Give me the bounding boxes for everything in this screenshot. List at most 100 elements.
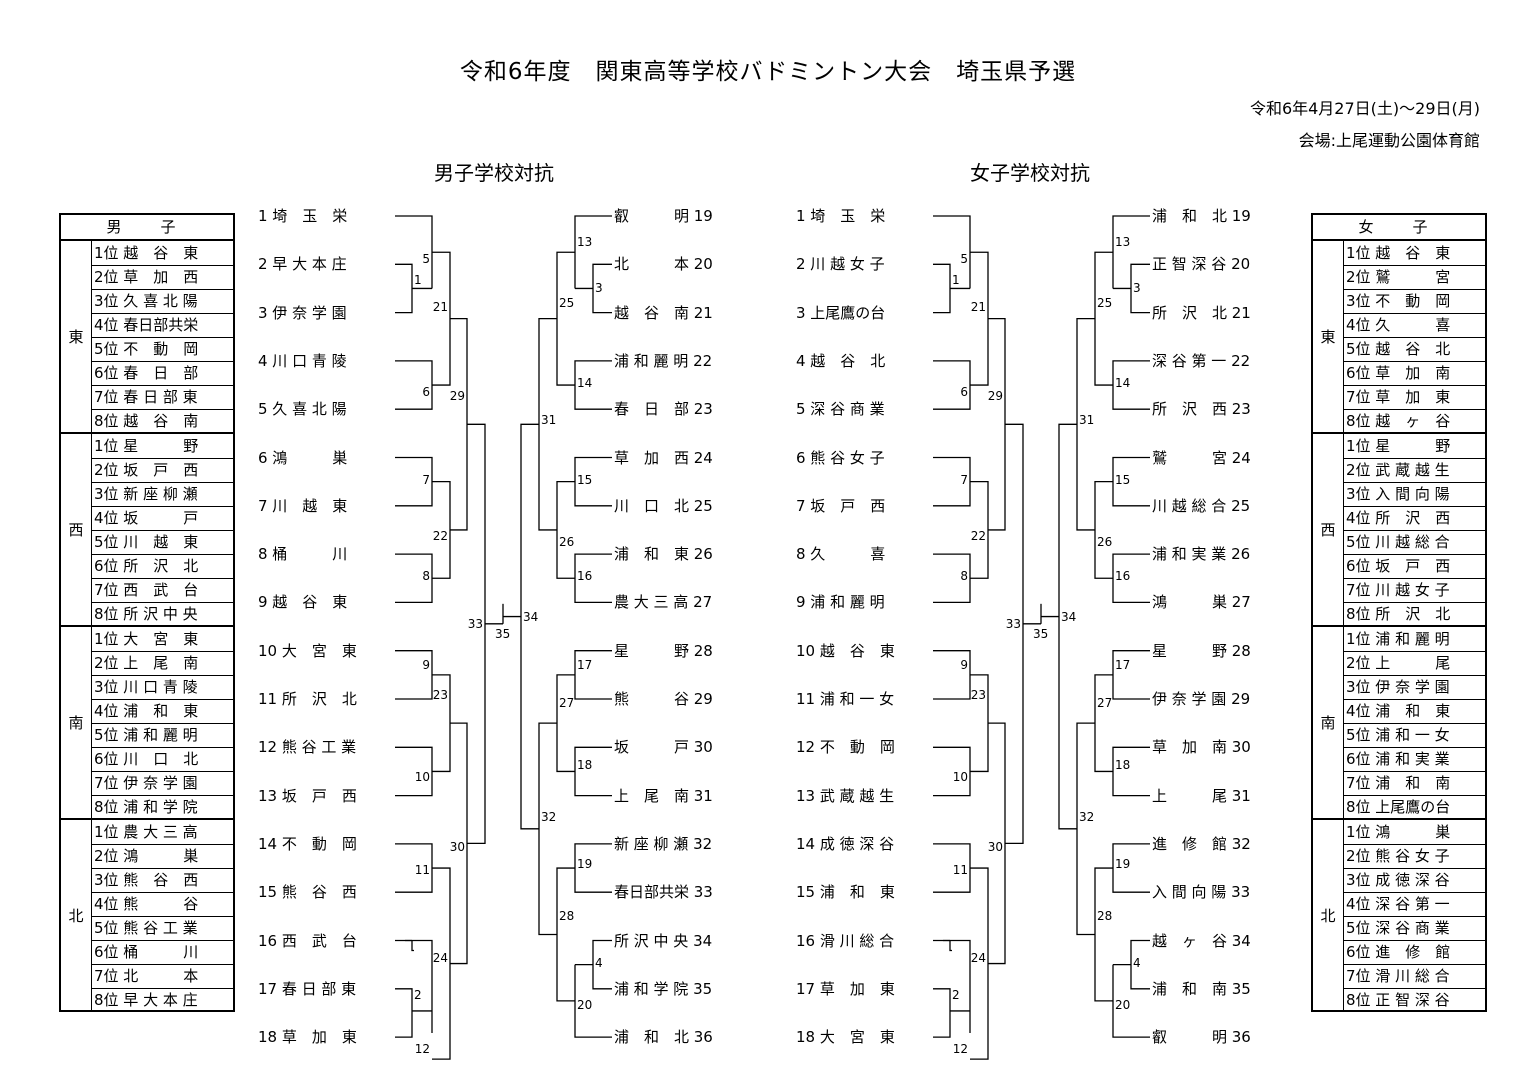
seed-row: 6位 川 口 北 [92, 747, 233, 772]
match-number: 35 [1033, 626, 1049, 641]
match-number: 32 [541, 809, 557, 824]
team-entry: 10 越 谷 東 [796, 641, 895, 660]
match-number: 16 [1115, 569, 1131, 584]
seed-row: 6位 春 日 部 [92, 361, 233, 386]
bracket-line [556, 480, 575, 579]
seed-row: 1位 星 野 [92, 434, 233, 459]
team-entry: 8 久 喜 [796, 545, 886, 564]
seed-row: 5位 川 越 東 [92, 530, 233, 555]
team-entry: 2 早 大 本 庄 [258, 255, 347, 274]
match-number: 22 [970, 528, 986, 543]
seed-row: 1位 農 大 三 高 [92, 820, 233, 845]
match-number: 23 [432, 688, 448, 703]
seed-row: 8位 越 ヶ 谷 [1346, 412, 1451, 430]
team-entry: 17 草 加 東 [796, 979, 895, 998]
match-number: 24 [970, 950, 986, 965]
team-entry: 浦 和 麗 明 22 [614, 351, 713, 370]
seed-row: 1位 鴻 巣 [1344, 820, 1485, 845]
seed-row: 4位 所 沢 西 [1344, 506, 1485, 531]
bracket-line [933, 988, 951, 1038]
match-number: 12 [952, 1042, 968, 1057]
team-entry: 浦 和 東 26 [614, 545, 713, 564]
match-number: 32 [1079, 809, 1095, 824]
seed-row: 7位 西 武 台 [92, 578, 233, 603]
bracket-line [574, 215, 612, 289]
team-entry: 春 日 部 23 [614, 400, 713, 419]
girls-seed-table-title: 女 子 [1313, 215, 1485, 241]
team-entry: 春日部共栄 33 [614, 883, 713, 902]
match-number: 17 [1115, 657, 1131, 672]
seed-row: 5位 浦 和 麗 明 [92, 723, 233, 748]
team-entry: 7 坂 戸 西 [796, 496, 886, 515]
match-number: 27 [1097, 696, 1113, 711]
team-entry: 草 加 西 24 [614, 448, 713, 467]
match-number: 21 [970, 299, 986, 314]
boys-seed-table-title: 男 子 [61, 215, 233, 241]
team-entry: 浦 和 実 業 26 [1152, 545, 1251, 564]
match-number: 5 [960, 252, 968, 267]
team-entry: 12 不 動 岡 [796, 738, 895, 757]
seed-row: 4位 坂 戸 [92, 506, 233, 531]
match-number: 10 [414, 770, 430, 785]
seed-row: 8位 上尾鷹の台 [1346, 798, 1451, 816]
match-number: 31 [1079, 413, 1095, 428]
match-number: 28 [1097, 909, 1113, 924]
match-number: 30 [449, 840, 465, 855]
bracket-line [538, 722, 557, 936]
match-number: 17 [577, 657, 593, 672]
bracket-line [432, 251, 451, 386]
match-number: 29 [987, 389, 1003, 404]
team-entry: 越 谷 南 21 [614, 303, 713, 322]
seed-row: 4位 久 喜 [1344, 313, 1485, 338]
team-entry: 星 野 28 [614, 641, 713, 660]
match-number: 29 [449, 389, 465, 404]
match-number: 19 [577, 857, 593, 872]
seed-row: 5位 熊 谷 工 業 [92, 916, 233, 941]
team-entry: 越 ヶ 谷 34 [1152, 931, 1251, 950]
event-date: 令和6年4月27日(土)～29日(月) [1249, 99, 1480, 118]
team-entry: 15 熊 谷 西 [258, 883, 357, 902]
boys-heading: 男子学校対抗 [434, 161, 554, 185]
seed-row: 7位 草 加 東 [1344, 385, 1485, 410]
team-entry: 新 座 柳 瀬 32 [614, 834, 713, 853]
bracket-line [1076, 722, 1095, 936]
bracket-line [933, 263, 951, 314]
bracket-line [556, 867, 575, 1002]
match-number: 9 [960, 657, 968, 672]
team-entry: 5 深 谷 商 業 [796, 400, 885, 419]
match-number: 7 [422, 472, 430, 487]
seed-row: 6位 草 加 南 [1344, 361, 1485, 386]
match-number: 7 [960, 472, 968, 487]
match-number: 13 [1115, 235, 1131, 250]
match-number: 19 [1115, 857, 1131, 872]
match-number: 13 [577, 235, 593, 250]
bracket-line [1112, 964, 1150, 1038]
match-number: 22 [432, 528, 448, 543]
bracket-line [1005, 423, 1024, 845]
bracket-line [1094, 480, 1113, 579]
team-entry: 11 所 沢 北 [258, 690, 357, 708]
match-number: 15 [577, 472, 593, 487]
seed-row: 3位 熊 谷 西 [92, 868, 233, 893]
team-entry: 18 大 宮 東 [796, 1028, 895, 1047]
team-entry: 13 坂 戸 西 [258, 786, 357, 805]
group-label: 西 [1313, 434, 1344, 625]
bracket-line [450, 317, 468, 531]
seed-row: 3位 入 間 向 陽 [1344, 482, 1485, 507]
seed-row: 1位 星 野 [1344, 434, 1485, 459]
team-entry: 農 大 三 高 27 [614, 593, 713, 612]
match-number: 6 [422, 385, 430, 400]
seed-row: 4位 浦 和 東 [1344, 699, 1485, 724]
seed-row: 6位 浦 和 実 業 [1344, 747, 1485, 772]
team-entry: 坂 戸 30 [614, 738, 713, 757]
bracket-line [467, 423, 486, 845]
page-title: 令和6年度 関東高等学校バドミントン大会 埼玉県予選 [459, 59, 1077, 85]
seed-row: 2位 鴻 巣 [92, 844, 233, 869]
bracket-line [1058, 423, 1077, 830]
team-entry: 所 沢 北 21 [1152, 303, 1251, 322]
